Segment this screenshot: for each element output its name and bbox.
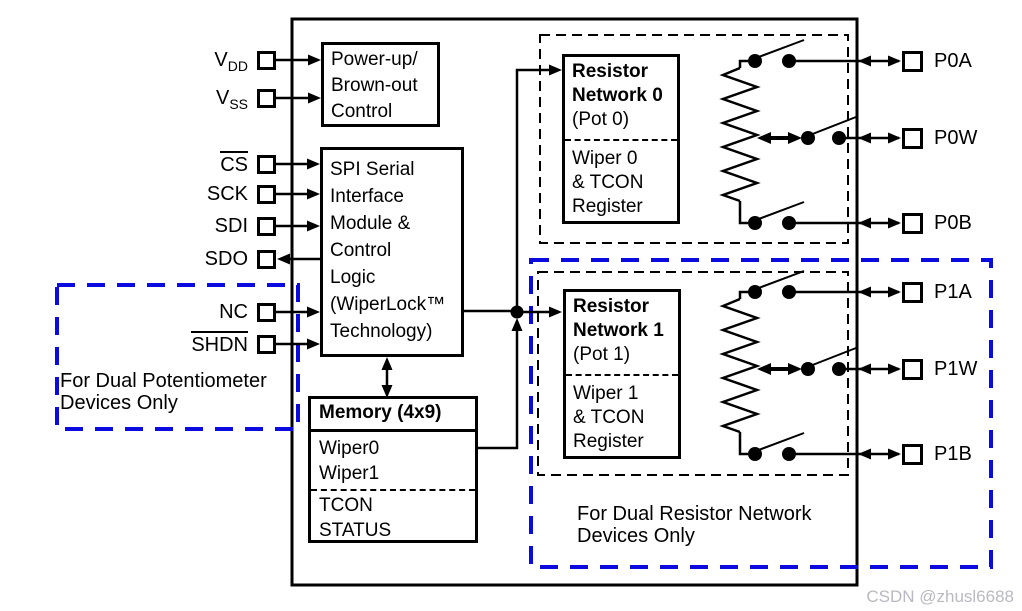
cs-wire-arrow	[276, 158, 320, 170]
shdn-wire-arrow	[276, 338, 320, 350]
memory-wiper1-row: Wiper1	[319, 463, 380, 484]
p0a-pin-label: P0A	[934, 50, 972, 72]
nc-wire-arrow	[276, 306, 320, 318]
rn0-title-line: Resistor	[572, 61, 649, 82]
memory-block-title: Memory (4x9)	[311, 399, 475, 432]
dual-pot-note-line: For Dual Potentiometer	[60, 370, 267, 392]
rn0-subtitle: (Pot 0)	[572, 109, 630, 130]
spi-block-line: SPI Serial	[330, 159, 415, 180]
chip-outline	[290, 17, 859, 587]
p1w-pin-label: P1W	[934, 358, 978, 380]
spi-block-line: Control	[330, 240, 392, 261]
rn0-dashed-outline	[539, 34, 849, 244]
power-block: Power-up/ Brown-out Control	[321, 42, 440, 127]
sck-pin	[257, 184, 276, 204]
spi-block: SPI Serial Interface Module & Control Lo…	[320, 147, 464, 357]
p1a-pin	[902, 281, 923, 303]
pot1-network-symbol	[721, 269, 903, 463]
sdi-wire-arrow	[276, 220, 320, 232]
rn1-title-line: Resistor	[573, 296, 650, 317]
rn1-subtitle: (Pot 1)	[573, 344, 631, 365]
control-bus-wires	[463, 64, 562, 450]
p0w-pin	[902, 127, 923, 149]
memory-divider	[311, 489, 475, 491]
nc-pin-label: NC	[219, 301, 248, 323]
vdd-wire-arrow	[276, 54, 321, 66]
rn0-register-line: & TCON	[572, 172, 644, 193]
dual-rn-note-line: Devices Only	[577, 525, 695, 547]
resistor-network-1-block: Resistor Network 1 (Pot 1) Wiper 1 & TCO…	[563, 289, 681, 459]
rn1-register-line: & TCON	[573, 407, 645, 428]
power-block-line: Power-up/	[331, 49, 418, 70]
rn1-register-line: Wiper 1	[573, 383, 639, 404]
sdi-pin-label: SDI	[214, 215, 248, 237]
dual-rn-note-line: For Dual Resistor Network	[577, 503, 812, 525]
p0b-pin-label: P0B	[934, 212, 972, 234]
memory-block: Memory (4x9) Wiper0 Wiper1 TCON STATUS	[308, 396, 478, 543]
sdo-pin	[257, 249, 276, 269]
vss-pin	[257, 88, 276, 108]
sdo-wire-arrow	[277, 253, 320, 265]
p0b-pin	[902, 212, 923, 234]
rn1-register-line: Register	[573, 431, 644, 452]
dual-pot-note-line: Devices Only	[60, 392, 178, 414]
spi-block-line: Technology)	[330, 321, 433, 342]
rn1-title-line: Network 1	[573, 320, 664, 341]
sck-pin-label: SCK	[206, 183, 248, 205]
sdo-pin-label: SDO	[204, 248, 248, 270]
dual-rn-annotation-box	[529, 258, 993, 569]
sck-wire-arrow	[276, 188, 320, 200]
dual-pot-note: For Dual Potentiometer Devices Only	[60, 370, 267, 414]
spi-block-line: Module &	[330, 213, 411, 234]
shdn-pin-label: SHDN	[153, 331, 248, 357]
p1a-pin-label: P1A	[934, 281, 972, 303]
rn0-title-line: Network 0	[572, 85, 663, 106]
shdn-pin	[257, 334, 276, 354]
rn0-register-line: Wiper 0	[572, 148, 638, 169]
vdd-pin-label: VDD	[214, 49, 248, 74]
resistor-network-0-block: Resistor Network 0 (Pot 0) Wiper 0 & TCO…	[562, 54, 680, 224]
vdd-pin	[257, 50, 276, 70]
power-block-line: Brown-out	[331, 75, 418, 96]
memory-status-row: STATUS	[319, 520, 392, 541]
rn0-register-line: Register	[572, 196, 643, 217]
pot0-network-symbol	[721, 38, 903, 232]
p1b-pin-label: P1B	[934, 443, 972, 465]
dual-pot-annotation-box	[55, 283, 300, 431]
cs-pin	[257, 154, 276, 174]
p0w-pin-label: P0W	[934, 127, 978, 149]
p0a-pin	[902, 50, 923, 72]
power-block-line: Control	[331, 101, 393, 122]
spi-block-line: Interface	[330, 186, 404, 207]
memory-wiper0-row: Wiper0	[319, 438, 380, 459]
p1w-pin	[902, 358, 923, 380]
bus-junction-dot	[510, 305, 524, 319]
p1b-pin	[902, 443, 923, 465]
spi-block-line: (WiperLock™	[330, 294, 446, 315]
nc-pin	[257, 302, 276, 322]
vss-wire-arrow	[276, 92, 321, 104]
cs-pin-label: CS	[153, 151, 248, 177]
spi-block-line: Logic	[330, 267, 376, 288]
sdi-pin	[257, 216, 276, 236]
watermark: CSDN @zhusl6688	[866, 587, 1014, 606]
dual-rn-note: For Dual Resistor Network Devices Only	[577, 503, 812, 547]
memory-tcon-row: TCON	[319, 495, 373, 516]
spi-memory-double-arrow	[381, 357, 393, 398]
vss-pin-label: VSS	[215, 87, 248, 112]
